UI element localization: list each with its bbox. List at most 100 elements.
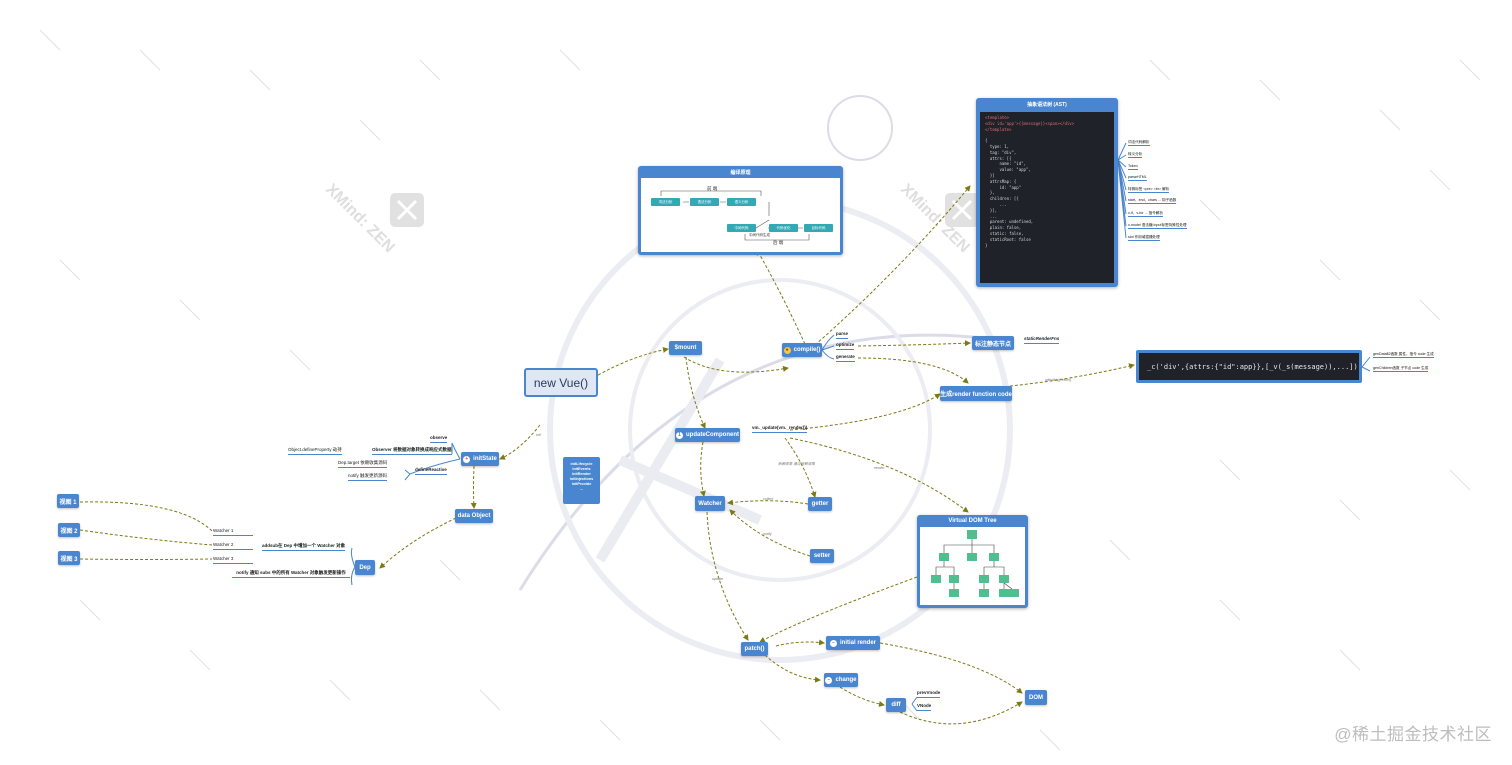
view-2-node[interactable]: 视图 2 [58,523,80,537]
patch-node[interactable]: patch() [741,642,768,656]
edge-render-label: render [874,466,885,470]
static-mark-node[interactable]: 标注静态节点 [972,336,1014,350]
ast-code-line: }] [985,172,995,178]
patch-label: patch() [744,646,765,652]
dep-target-label: Dep.target 依赖收集源码 [338,460,388,468]
flow-step-4: 中间代码 [727,224,756,232]
diff-node[interactable]: diff [886,698,906,712]
watcher-3-label: Watcher 3 [213,556,253,564]
flow-step-6: 目标代码 [804,224,833,232]
view-3-node[interactable]: 视图 3 [58,551,80,565]
update-component-label: updateComponent [686,432,739,438]
render-function-code-node[interactable]: 生成render function code [940,386,1012,401]
ast-code-line: <template> [985,115,1010,120]
ast-code-line: }], [985,207,998,213]
edge-collect-label: collect [763,497,774,501]
init-state-label: initState [473,456,497,462]
lifecycle-item: initInjections [569,477,594,481]
watcher-1-label: Watcher 1 [213,528,253,536]
lifecycle-item: ... [579,487,584,491]
render-note-1: genData$2函数 属性、指令 code 生成 [1373,352,1434,358]
ast-code-block: <template><div id='app'>{{message}}<span… [980,112,1114,283]
change-label: change [835,677,857,683]
minus-circle-icon: − [825,676,833,684]
ast-code-line: ... [985,213,998,219]
minus-circle-icon: − [829,639,837,647]
init-state-node[interactable]: +initState [461,452,499,466]
watcher-label: Watcher [698,500,722,507]
ast-side-item: 转义分析 [1128,152,1143,158]
compile-label: compile() [793,347,821,353]
compile-mid-label: 中间代码生成 [749,232,770,237]
define-reactive-label: defineReactive [415,467,447,475]
static-render-fns-label: staticRenderFns [1024,336,1060,344]
lifecycle-item: initLifecycle [570,462,593,466]
notify-desc-label: notify 通知 subs 中的所有 Watcher 对象触发更新操作 [232,570,350,578]
plus-circle-icon: + [463,455,471,463]
observe-label: observe [430,435,448,443]
dep-node[interactable]: Dep [355,560,375,575]
ast-code-line: <div id='app'>{{message}}<span></div> [985,120,1075,126]
view-1-label: 视图 1 [59,499,77,506]
compile-node[interactable]: ●compile() [782,343,822,357]
initial-render-node[interactable]: −initial render [826,636,880,650]
ast-side-item: slot 作用域插槽处理 [1128,235,1160,241]
compile-principle-panel: 编译原理 前 端 后 端 中间代码生成 词法分析 语法分析 语义分析 中间代码 … [638,166,843,255]
credit-watermark: @稀土掘金技术社区 [1334,725,1492,744]
getter-node[interactable]: getter [808,497,832,511]
render-function-code-label: 生成render function code [940,392,1012,398]
ast-code-line: ... [985,201,1007,207]
ast-side-item: start、end、chars ... 钩子函数 [1128,198,1177,204]
ast-code-line: staticRoot: false [985,236,1031,242]
data-object-label: data Object [457,513,491,519]
ast-code-line: static: false, [985,230,1024,236]
svg-text:XMind: ZEN: XMind: ZEN [897,181,972,256]
view-1-node[interactable]: 视图 1 [57,494,79,508]
flow-step-2: 语法分析 [690,198,719,206]
dom-node[interactable]: DOM [1025,690,1047,705]
lifecycle-item: initEvents [572,467,591,471]
ast-code-line: { [985,138,988,144]
virtual-dom-tree-panel: Virtual DOM Tree [917,515,1028,608]
setter-node[interactable]: setter [810,549,834,563]
number-one-icon: 1 [676,431,683,439]
flow-step-3: 语义分析 [727,198,756,206]
ast-side-item: Token [1128,164,1138,170]
root-node-new-vue[interactable]: new Vue() [524,368,598,397]
add-sub-label: addsub在 Dep 中增加一个 Watcher 对象 [262,543,346,551]
generate-label: generate [836,354,855,362]
render-code-text: _c('div',{attrs:{"id":app}},[_v(_s(messa… [1139,353,1359,380]
change-node[interactable]: −change [824,673,858,687]
edge-with-label: with(this){return} [1045,378,1072,382]
data-object-node[interactable]: data Object [455,509,493,523]
ast-side-item: 特殊标签 <pre> <br> 解析 [1128,187,1170,193]
edge-init-label: init [536,433,541,437]
watcher-2-label: Watcher 2 [213,542,253,550]
parse-label: parse [836,331,849,339]
bulb-icon: ● [783,346,791,354]
lifecycle-item: initRender [572,472,591,476]
edge-notify-label: notify [763,532,772,536]
edge-update-label: update [712,577,723,581]
compile-front-label: 前 端 [707,185,718,192]
ast-code-line: id: "app" [985,184,1022,190]
ast-code-line: children: [{ [985,196,1019,202]
edge-dep-collect-label: 依赖收集 通过依赖收集 [778,462,815,466]
ast-code-line: tag: "div", [985,149,1017,155]
ast-code-line: parent: undefined, [985,219,1034,225]
ast-code-line: value: "app", [985,167,1031,173]
ast-side-item: 词法代码解析 [1128,140,1150,146]
ast-side-item: v-if、v-for ... 指令解析 [1128,211,1163,217]
watcher-node[interactable]: Watcher [695,496,725,511]
ast-code-line: </template> [985,126,1012,132]
optimize-label: optimize [836,342,855,350]
mount-node[interactable]: $mount [669,341,702,355]
ast-title: 抽象语法树 (AST) [1027,101,1067,108]
ast-code-line: type: 1, [985,143,1010,149]
ast-code-line: attrsMap: { [985,178,1017,184]
lifecycle-item: initProvide [571,482,592,486]
prev-vnode-label: prevVnode [917,690,941,698]
